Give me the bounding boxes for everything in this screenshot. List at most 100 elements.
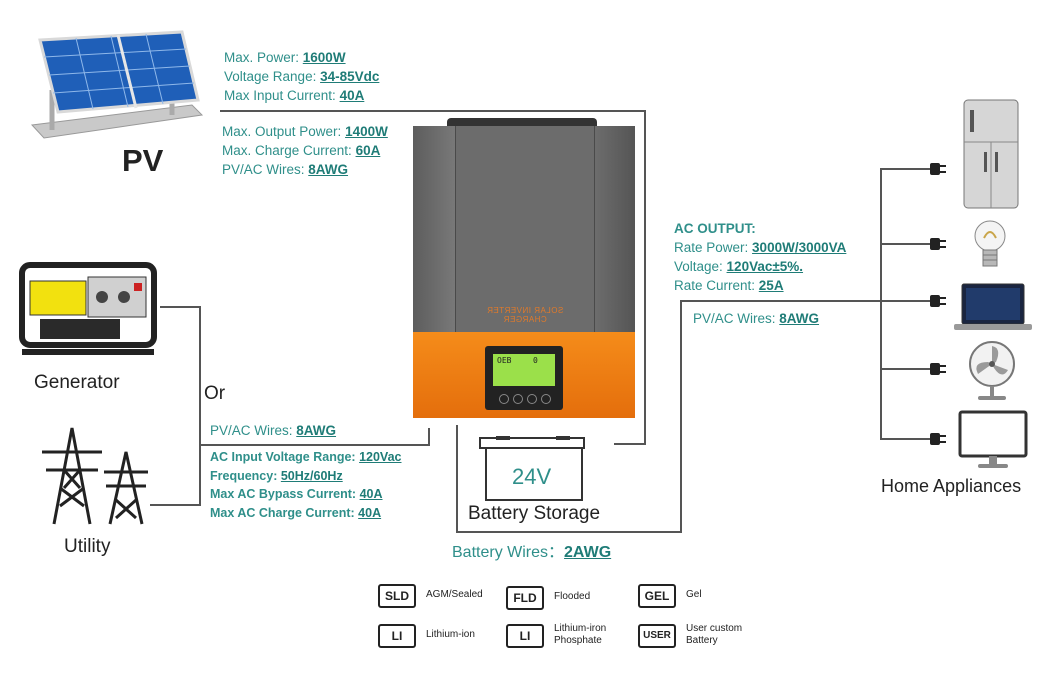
spec-line: Max. Charge Current: 60A (222, 141, 388, 160)
ac-input-wires-key: PV/AC Wires: (210, 423, 297, 438)
spec-line: Max. Power: 1600W (224, 48, 379, 67)
inverter-button-4[interactable] (541, 394, 551, 404)
spec-key: Max. Output Power: (222, 124, 346, 139)
ac-output-wires: PV/AC Wires: 8AWG (693, 309, 819, 328)
pv-wire (220, 110, 646, 112)
spec-key: Rate Power: (674, 240, 753, 255)
spec-line: Voltage: 120Vac±5%. (674, 257, 846, 276)
battery-type-name: Gel (686, 589, 702, 600)
battery-label: Battery Storage (468, 503, 601, 524)
spec-line: Max AC Charge Current: 40A (210, 504, 402, 523)
ac-output-title: AC OUTPUT: (674, 221, 756, 236)
appliance-wire-4 (880, 368, 932, 370)
spec-line: Voltage Range: 34-85Vdc (224, 67, 379, 86)
ac-input-bus (199, 306, 201, 506)
spec-line: PV/AC Wires: 8AWG (222, 160, 388, 179)
fan-icon (969, 341, 1015, 400)
battery-wires-value: 2AWG (564, 544, 612, 561)
spec-line: Rate Power: 3000W/3000VA (674, 238, 846, 257)
spec-key: Max. Power: (224, 50, 303, 65)
battery-type-name: Flooded (554, 591, 591, 602)
appliance-wire-1 (880, 168, 932, 170)
generator-wire (160, 306, 200, 308)
battery-type-code: GEL (638, 584, 676, 608)
spec-value: 40A (358, 505, 382, 520)
battery-type-name: Lithium-iron Phosphate (554, 623, 607, 646)
ac-input-wire (199, 444, 429, 446)
generator-label: Generator (34, 372, 120, 393)
spec-value: 50Hz/60Hz (280, 468, 343, 483)
or-label: Or (204, 383, 226, 404)
home-appliances-label: Home Appliances (881, 476, 1022, 496)
battery-type-code: SLD (378, 584, 416, 608)
spec-key: Max. Charge Current: (222, 143, 356, 158)
ac-output-wire (680, 300, 880, 302)
battery-type-name: AGM/Sealed (426, 589, 483, 600)
appliance-wire-3 (880, 300, 932, 302)
spec-key: Voltage Range: (224, 69, 321, 84)
utility-label: Utility (64, 536, 111, 557)
battery-wire-right (680, 300, 682, 533)
battery-type-name: Lithium-ion (426, 629, 475, 640)
ac-output-wires-key: PV/AC Wires: (693, 311, 780, 326)
spec-value: 8AWG (308, 162, 349, 177)
monitor-icon (958, 410, 1028, 468)
spec-key: Max Input Current: (224, 88, 340, 103)
inverter-button-2[interactable] (513, 394, 523, 404)
plug-icon (930, 163, 946, 175)
spec-value: 34-85Vdc (320, 69, 380, 84)
inverter: SOLAR INVERTER CHARGER OEB 0 (405, 118, 641, 428)
laptop-icon (954, 283, 1032, 330)
spec-line: Frequency: 50Hz/60Hz (210, 467, 402, 486)
spec-value: 40A (339, 88, 365, 103)
spec-key: Max AC Charge Current: (210, 505, 359, 520)
plug-icon (930, 363, 946, 375)
pv-label: PV (122, 143, 164, 178)
inverter-center-panel (455, 126, 595, 348)
spec-key: PV/AC Wires: (222, 162, 309, 177)
solar-panel-icon (30, 30, 204, 139)
spec-line: Rate Current: 25A (674, 276, 846, 295)
battery-wire-left (456, 425, 458, 533)
inverter-brand-text: SOLAR INVERTER CHARGER (486, 306, 564, 324)
spec-key: Voltage: (674, 259, 727, 274)
battery-wires-key: Battery Wires： (452, 544, 565, 561)
lcd-right-readout: 0 (533, 356, 538, 365)
battery-wire-bottom (456, 531, 682, 533)
lcd-left-readout: OEB (497, 356, 512, 365)
appliance-wire-5 (880, 438, 932, 440)
spec-value: 1400W (345, 124, 388, 139)
spec-value: 40A (359, 487, 383, 501)
inverter-display-bezel: OEB 0 (485, 346, 563, 410)
ac-input-wire-up (428, 428, 430, 446)
pv-wire-tail (614, 443, 646, 445)
battery-type-code: LI (378, 624, 416, 648)
plug-icon (930, 238, 946, 250)
battery-icon (479, 436, 585, 501)
inverter-button-3[interactable] (527, 394, 537, 404)
power-tower-icon (42, 427, 148, 525)
battery-wires: Battery Wires：2AWG (452, 542, 611, 564)
spec-line: Max. Output Power: 1400W (222, 122, 388, 141)
spec-key: AC Input Voltage Range: (210, 450, 360, 464)
battery-type-code: LI (506, 624, 544, 648)
spec-key: Max AC Bypass Current: (210, 487, 360, 501)
spec-line: Max Input Current: 40A (224, 86, 379, 105)
ac-input-wires: PV/AC Wires: 8AWG (210, 421, 336, 440)
battery-type-code: FLD (506, 586, 544, 610)
utility-wire (150, 504, 200, 506)
pv-wire-down (644, 110, 646, 445)
spec-value: 3000W/3000VA (752, 240, 847, 255)
appliance-wire-2 (880, 243, 932, 245)
inverter-button-1[interactable] (499, 394, 509, 404)
lcd-screen: OEB 0 (493, 354, 555, 386)
spec-value: 120Vac±5%. (726, 259, 804, 274)
spec-line: AC Input Voltage Range: 120Vac (210, 448, 402, 467)
battery-type-name: User custom Battery (686, 623, 743, 646)
spec-key: Rate Current: (674, 278, 759, 293)
battery-type-code: USER (638, 624, 676, 648)
